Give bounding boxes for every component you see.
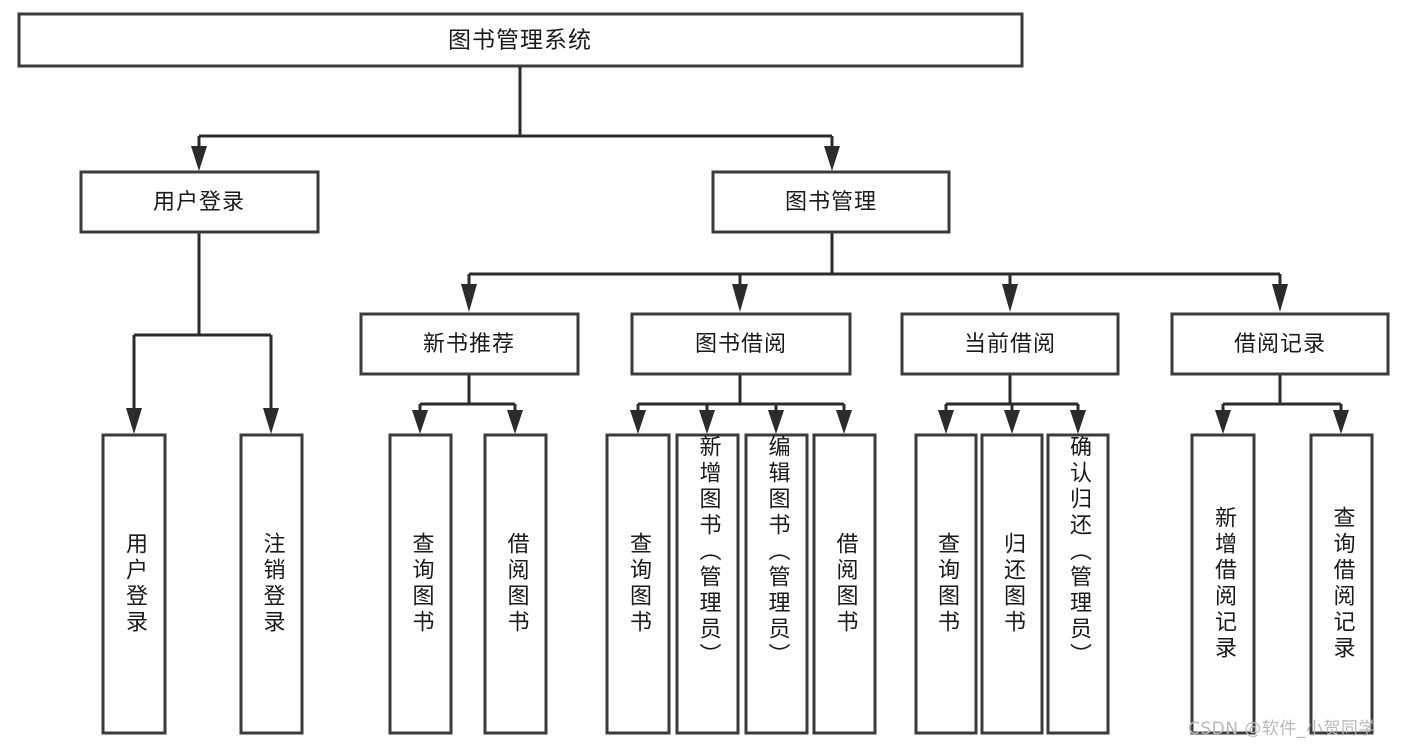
leaf-box-borrow-record-2[interactable] [1309,433,1374,735]
arrow-borrow-record-leaf-1 [1215,410,1231,434]
arrow-book-mgmt-to-borrow-record [1272,284,1288,312]
leaf-box-book-borrow-2[interactable] [675,433,740,735]
connector-group-book-mgmt [461,233,1288,312]
node-user-login-label: 用户登录 [153,190,245,215]
leaf-box-user-login-1[interactable] [101,433,167,735]
leaf-box-current-borrow-2[interactable] [980,433,1044,735]
node-book-borrow[interactable] [630,312,852,376]
node-user-login[interactable] [79,170,320,234]
node-borrow-record[interactable] [1170,312,1390,376]
leaf-box-new-book-rec-2[interactable] [483,433,548,735]
arrow-user-login-leaf-1 [126,408,142,434]
node-root-label: 图书管理系统 [448,28,592,54]
arrow-root-to-user-login [191,146,207,171]
node-borrow-record-label: 借阅记录 [1234,332,1326,357]
arrow-current-borrow-leaf-3 [1070,410,1086,434]
connector-group-borrow-record [1215,375,1349,434]
arrow-root-to-book-mgmt [824,146,840,171]
arrow-borrow-record-leaf-2 [1333,410,1349,434]
leaf-box-user-login-2[interactable] [239,433,304,735]
arrow-book-borrow-leaf-3 [768,410,784,434]
leaf-box-book-borrow-3[interactable] [744,433,809,735]
connector-group-user-login [126,233,279,434]
csdn-watermark: CSDN @软件_小贺同学 [1188,719,1376,739]
connector-group-root [191,66,840,171]
arrow-new-book-rec-leaf-2 [507,410,523,434]
node-new-book-recommend[interactable] [359,312,580,376]
node-book-management-label: 图书管理 [785,190,877,215]
node-new-book-recommend-label: 新书推荐 [423,332,515,357]
node-current-borrow[interactable] [900,312,1120,376]
arrow-book-mgmt-to-new-book-rec [461,284,477,312]
arrow-book-mgmt-to-book-borrow [732,284,748,312]
leaf-box-new-book-rec-1[interactable] [388,433,453,735]
connector-group-book-borrow [630,375,852,434]
node-book-borrow-label: 图书借阅 [695,332,787,357]
leaf-box-borrow-record-1[interactable] [1190,433,1256,735]
node-root[interactable] [17,12,1024,68]
connector-group-current-borrow [938,375,1086,434]
leaf-box-book-borrow-4[interactable] [812,433,877,735]
arrow-book-borrow-leaf-1 [630,410,646,434]
arrow-user-login-leaf-2 [263,408,279,434]
arrow-book-borrow-leaf-4 [836,410,852,434]
arrow-current-borrow-leaf-1 [938,410,954,434]
arrow-book-borrow-leaf-2 [699,410,715,434]
node-book-management[interactable] [711,170,951,234]
node-current-borrow-label: 当前借阅 [964,332,1056,357]
arrow-book-mgmt-to-current-borrow [1002,284,1018,312]
arrow-new-book-rec-leaf-1 [412,410,428,434]
leaf-box-book-borrow-1[interactable] [605,433,671,735]
leaf-box-current-borrow-1[interactable] [914,433,978,735]
connector-group-new-book-rec [412,375,523,434]
arrow-current-borrow-leaf-2 [1004,410,1020,434]
leaf-box-current-borrow-3[interactable] [1046,433,1110,735]
